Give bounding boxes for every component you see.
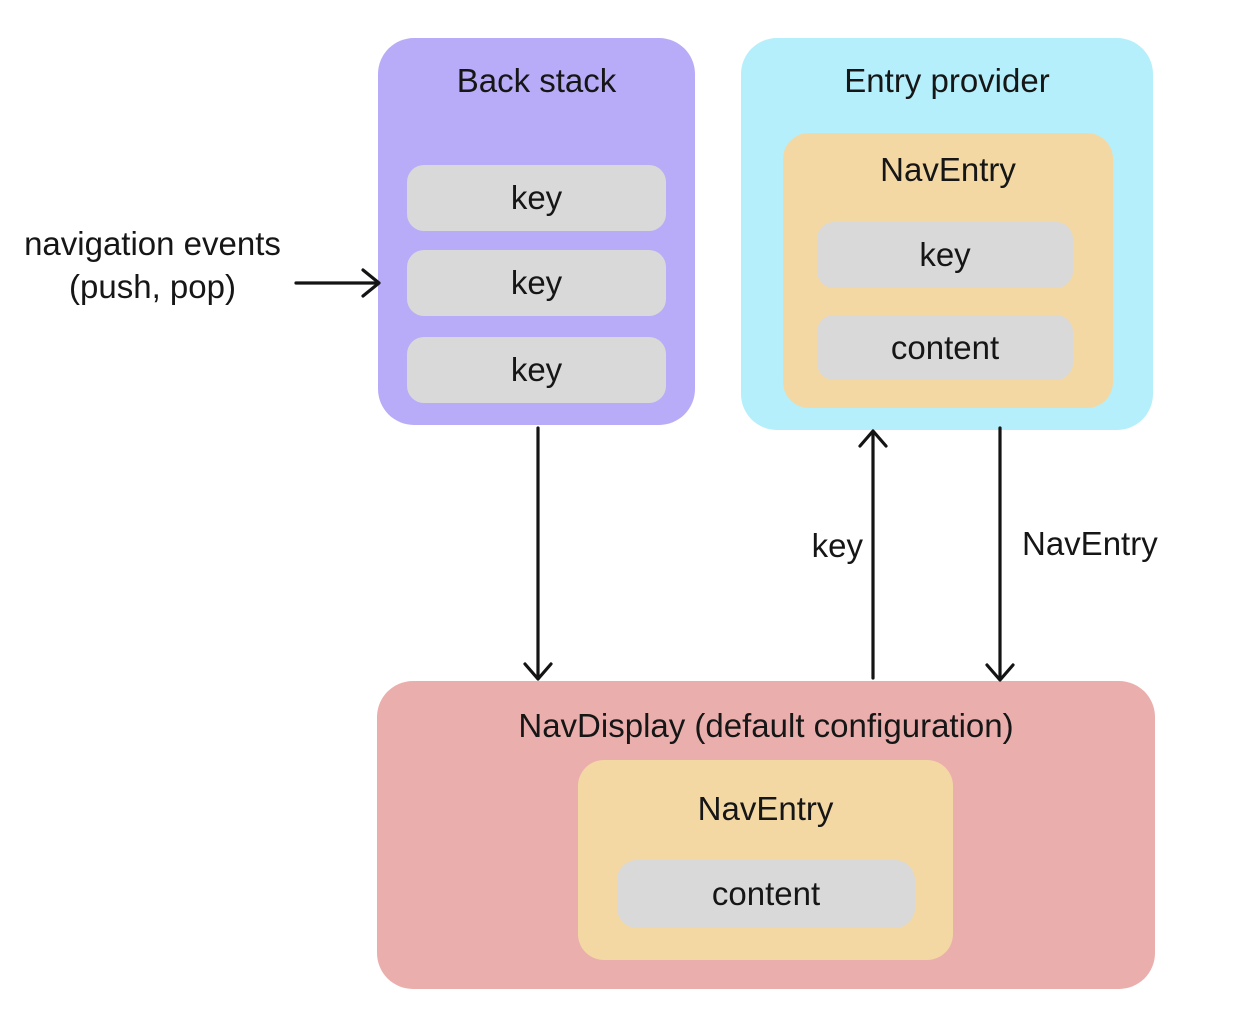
nav-entry-arrow-label: NavEntry [1022,525,1158,562]
key-arrow-label: key [811,527,863,564]
entry-provider-key-pill: key [817,222,1073,288]
back-stack-title: Back stack [456,62,617,99]
arrow-back-stack-to-nav-display [523,426,553,681]
entry-provider-naventry-title: NavEntry [880,151,1016,188]
entry-provider-title: Entry provider [844,62,1050,99]
entry-provider-box: Entry provider NavEntry key content [741,38,1153,430]
arrow-nav-entry-to-nav-display [985,426,1015,682]
nav-display-content-pill: content [617,860,915,928]
nav-display-title: NavDisplay (default configuration) [518,707,1014,744]
entry-provider-content-pill: content [817,315,1073,380]
navigation-events-line2: (push, pop) [69,268,236,305]
nav-display-naventry-title: NavEntry [697,790,834,827]
arrow-navigation-events-to-back-stack [294,268,381,298]
back-stack-box: Back stack key key key [378,38,695,425]
nav-display-naventry-box: NavEntry content [578,760,953,960]
arrow-key-to-entry-provider [858,429,888,680]
navigation-events-line1: navigation events [24,225,281,262]
back-stack-key-pill: key [407,165,666,231]
back-stack-key-pill: key [407,250,666,316]
navigation-events-label: navigation events (push, pop) [0,222,305,308]
entry-provider-naventry-box: NavEntry key content [783,133,1113,408]
nav-display-box: NavDisplay (default configuration) NavEn… [377,681,1155,989]
back-stack-key-pill: key [407,337,666,403]
